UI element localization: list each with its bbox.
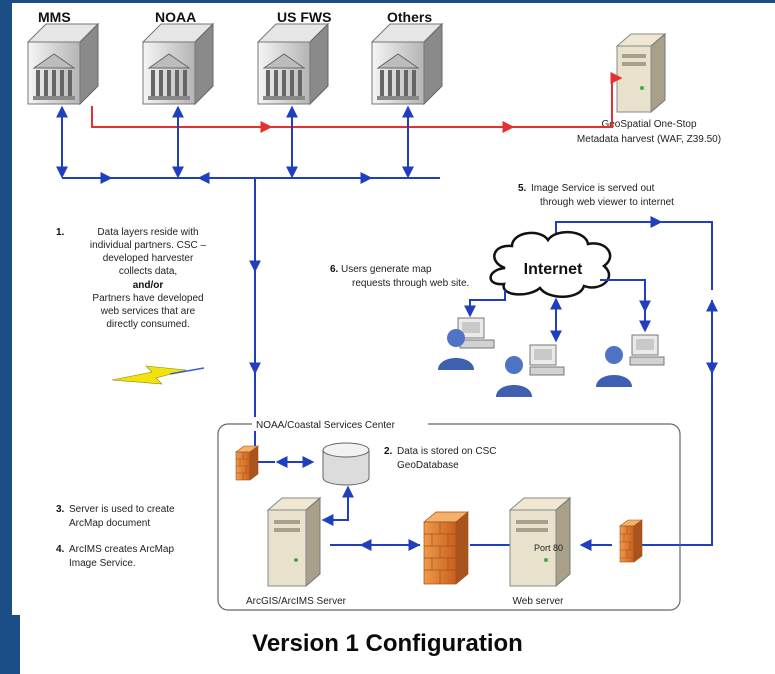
webserver-internet-line <box>640 300 713 546</box>
internet-cloud-icon <box>489 231 612 298</box>
note6-number: 6. <box>330 264 339 275</box>
geospatial-server-icon <box>615 32 667 114</box>
note3-line2: ArcMap document <box>69 518 150 529</box>
firewall-icon-left <box>235 445 259 481</box>
csc-boundary <box>217 423 681 611</box>
user3-link <box>600 279 651 333</box>
geospatial-line2: Metadata harvest (WAF, Z39.50) <box>577 134 721 145</box>
arcgis-server-icon <box>266 496 322 588</box>
note3-number: 3. <box>56 504 65 515</box>
arcgis-server-label: ArcGIS/ArcIMS Server <box>246 596 347 607</box>
partner-label-noaa: NOAA <box>155 9 196 25</box>
harvest-line <box>91 85 613 128</box>
internet-label: Internet <box>524 261 583 278</box>
note2-line2: GeoDatabase <box>397 460 459 471</box>
note1-number: 1. <box>56 227 65 238</box>
web-server-icon <box>508 496 572 588</box>
note1-line-6: web services that are <box>100 306 196 317</box>
note2-line1: Data is stored on CSC <box>397 446 497 457</box>
note5-line2: through web viewer to internet <box>540 197 674 208</box>
note1-line-4: collects data, <box>119 266 177 277</box>
note1-line-7: directly consumed. <box>106 319 189 330</box>
web-server-label: Web server <box>513 596 565 607</box>
firewall-icon-right <box>619 519 643 563</box>
lightning-icon <box>111 365 205 385</box>
others-building-icon <box>370 22 444 106</box>
geospatial-line1: GeoSpatial One-Stop <box>601 119 696 130</box>
csc-boundary-label: NOAA/Coastal Services Center <box>256 420 396 431</box>
slide-title: Version 1 Configuration <box>252 630 523 657</box>
partner-label-others: Others <box>387 9 432 25</box>
note6-line1: Users generate map <box>341 264 432 275</box>
database-icon <box>322 442 370 486</box>
noaa-building-icon <box>141 22 215 106</box>
note6-line2: requests through web site. <box>352 278 469 289</box>
harvest-arrow-3 <box>610 72 623 100</box>
note1-line-1: Data layers reside with <box>97 227 198 238</box>
title-band <box>0 615 775 674</box>
firewall-icon-center <box>423 511 469 585</box>
mms-building-icon <box>26 22 100 106</box>
note4-line2: Image Service. <box>69 558 136 569</box>
partner-label-usfws: US FWS <box>277 9 331 25</box>
note5-line1: Image Service is served out <box>531 183 655 194</box>
note4-line1: ArcIMS creates ArcMap <box>69 544 174 555</box>
partner-label-mms: MMS <box>38 9 71 25</box>
note2-number: 2. <box>384 446 393 457</box>
note5-number: 5. <box>518 183 527 194</box>
note1-line-5: Partners have developed <box>92 293 203 304</box>
user-workstation-icon-3 <box>596 334 665 387</box>
note1-andor: and/or <box>133 280 164 291</box>
db-server-link <box>321 485 354 526</box>
left-bar <box>0 615 20 674</box>
note4-number: 4. <box>56 544 65 555</box>
user1-link <box>464 290 506 318</box>
user-workstation-icon-1 <box>438 317 495 370</box>
port-label: Port 80 <box>534 543 563 553</box>
note3-line1: Server is used to create <box>69 504 175 515</box>
note1-line-3: developed harvester <box>103 253 194 264</box>
user-workstation-icon-2 <box>496 344 565 397</box>
note1-line-2: individual partners. CSC – <box>90 240 207 251</box>
usfws-building-icon <box>256 22 330 106</box>
